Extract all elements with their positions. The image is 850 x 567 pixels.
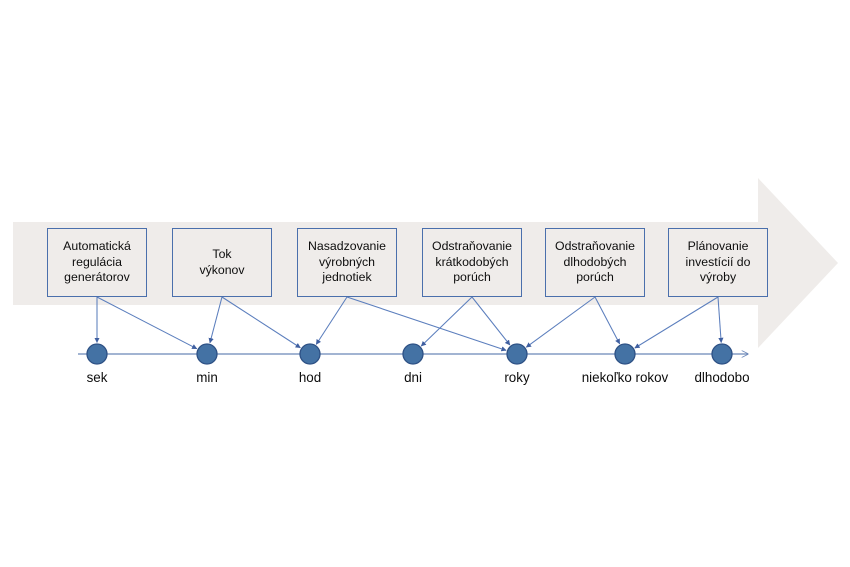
node-dlhodobo-label: dlhodobo	[694, 370, 750, 385]
node-roky[interactable]	[506, 343, 528, 365]
node-min[interactable]	[196, 343, 218, 365]
connector-arrow-5	[315, 296, 348, 345]
connector-arrow-11	[634, 296, 719, 349]
box-2[interactable]: Tok výkonov	[172, 228, 272, 297]
timeline-nodes	[86, 343, 733, 365]
connector-arrow-9	[525, 296, 596, 348]
node-hod[interactable]	[299, 343, 321, 365]
box-5[interactable]: Odstraňovanie dlhodobých porúch	[545, 228, 645, 297]
box-6[interactable]: Plánovanie investícií do výroby	[668, 228, 768, 297]
connector-arrow-6	[346, 296, 507, 352]
node-dni-label: dni	[404, 370, 422, 385]
connector-arrow-7	[420, 296, 473, 347]
node-dlhodobo[interactable]	[711, 343, 733, 365]
connector-arrow-12	[717, 296, 724, 344]
connector-arrow-4	[221, 296, 301, 349]
node-dni[interactable]	[402, 343, 424, 365]
connector-arrow-10	[594, 296, 621, 345]
connector-arrows	[94, 296, 724, 352]
box-3[interactable]: Nasadzovanie výrobných jednotiek	[297, 228, 397, 297]
node-hod-label: hod	[298, 370, 322, 385]
node-niekolko-rokov[interactable]	[614, 343, 636, 365]
box-1[interactable]: Automatická regulácia generátorov	[47, 228, 147, 297]
node-min-label: min	[196, 370, 218, 385]
node-sek[interactable]	[86, 343, 108, 365]
connector-arrow-8	[471, 296, 511, 346]
box-4[interactable]: Odstraňovanie krátkodobých porúch	[422, 228, 522, 297]
node-sek-label: sek	[86, 370, 108, 385]
node-niekolko-rokov-label: niekoľko rokov	[581, 370, 669, 385]
connector-arrow-2	[96, 296, 198, 350]
node-roky-label: roky	[504, 370, 530, 385]
connector-arrow-3	[208, 296, 223, 344]
